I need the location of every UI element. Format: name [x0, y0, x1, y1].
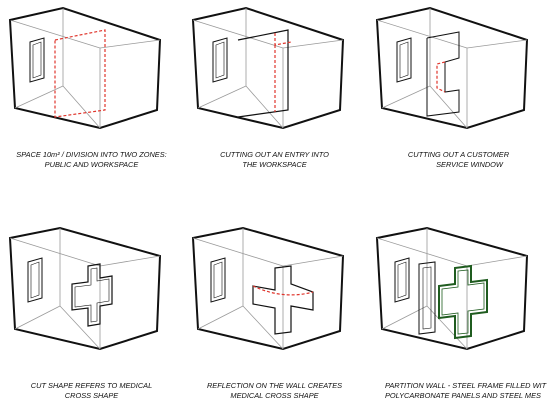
caption-line-2: PUBLIC AND WORKSPACE [44, 160, 139, 169]
isometric-room-window [375, 6, 529, 130]
polycarbonate-cross-panel [438, 264, 488, 340]
caption-line-1: CUT SHAPE REFERS TO MEDICAL [30, 381, 153, 390]
diagram-panel-6: PARTITION WALL - STEEL FRAME FILLED WIT … [367, 206, 550, 412]
entry-cut-dashed [274, 33, 292, 46]
caption-line-2: CROSS SHAPE [64, 391, 119, 400]
caption-line-1: SPACE 10m² / DIVISION INTO TWO ZONES: [16, 150, 167, 159]
cross-cut-outline [71, 263, 113, 327]
caption-line-1: REFLECTION ON THE WALL CREATES [206, 381, 343, 390]
caption-line-1: CUTTING OUT AN ENTRY INTO [220, 150, 329, 159]
caption-line-1: CUTTING OUT A CUSTOMER [407, 150, 510, 159]
panel-caption: CUTTING OUT AN ENTRY INTO THE WORKSPACE [183, 150, 366, 170]
diagram-panel-4: CUT SHAPE REFERS TO MEDICAL CROSS SHAPE [0, 206, 183, 412]
caption-line-2: POLYCARBONATE PANELS AND STEEL MES [385, 391, 541, 400]
panel-caption: CUT SHAPE REFERS TO MEDICAL CROSS SHAPE [0, 381, 183, 401]
panel-caption: CUTTING OUT A CUSTOMER SERVICE WINDOW [367, 150, 550, 170]
diagram-panel-3: CUTTING OUT A CUSTOMER SERVICE WINDOW [367, 0, 550, 206]
isometric-room-cross-cut [8, 226, 162, 351]
diagram-panel-2: CUTTING OUT AN ENTRY INTO THE WORKSPACE [183, 0, 366, 206]
isometric-room-partition-wall [375, 226, 529, 351]
division-plane-dashed [54, 29, 106, 118]
caption-line-2: SERVICE WINDOW [436, 160, 503, 169]
panel-caption: REFLECTION ON THE WALL CREATES MEDICAL C… [183, 381, 366, 401]
panel-caption: SPACE 10m² / DIVISION INTO TWO ZONES: PU… [0, 150, 183, 170]
isometric-room-reflection [191, 226, 345, 351]
isometric-room-division [8, 6, 162, 130]
caption-line-2: THE WORKSPACE [242, 160, 307, 169]
isometric-room-entry [191, 6, 345, 130]
service-window-cut-dashed [436, 61, 446, 93]
diagram-panel-5: REFLECTION ON THE WALL CREATES MEDICAL C… [183, 206, 366, 412]
diagram-panel-1: SPACE 10m² / DIVISION INTO TWO ZONES: PU… [0, 0, 183, 206]
reflection-arc-dashed [252, 285, 314, 296]
caption-line-2: MEDICAL CROSS SHAPE [230, 391, 319, 400]
steel-frame-left [418, 261, 436, 335]
caption-line-1: PARTITION WALL - STEEL FRAME FILLED WIT [385, 381, 547, 390]
panel-caption: PARTITION WALL - STEEL FRAME FILLED WIT … [385, 381, 550, 401]
